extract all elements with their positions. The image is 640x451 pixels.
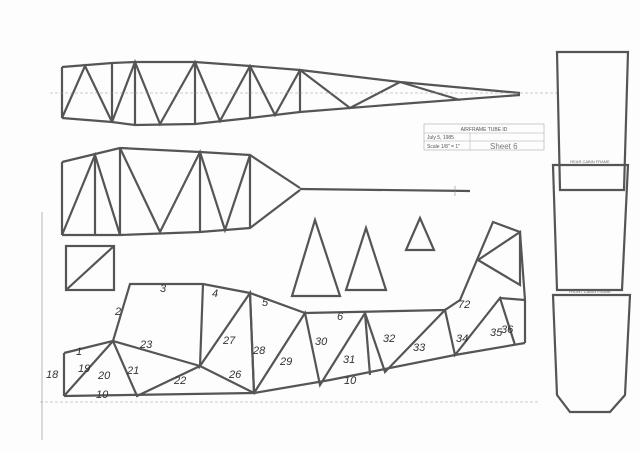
tube-label: 28 — [252, 345, 266, 357]
tube-label: 21 — [126, 365, 139, 377]
cabin-frames: REAR CABIN FRAME FRONT CABIN FRAME — [551, 50, 632, 414]
bottom-plan-view — [60, 146, 471, 237]
title-text: AIRFRAME TUBE ID — [461, 127, 508, 133]
tube-label: 3 — [160, 283, 167, 295]
side-view — [40, 220, 540, 403]
tube-label: 10 — [96, 389, 109, 401]
tube-label: 27 — [222, 335, 236, 347]
tube-label: 10 — [344, 375, 357, 387]
scale-text: Scale 1/8" = 1" — [427, 144, 460, 150]
tube-label: 19 — [78, 363, 90, 375]
tube-label: 1 — [76, 346, 82, 358]
tube-label: 33 — [413, 342, 426, 354]
tube-label: 4 — [212, 288, 218, 300]
detail-frames — [64, 215, 436, 298]
sheet-number: Sheet 6 — [490, 142, 518, 151]
tube-label: 2 — [114, 306, 121, 318]
tube-label: 72 — [458, 299, 470, 311]
tube-label: 29 — [279, 356, 292, 368]
tube-label: 26 — [228, 369, 242, 381]
tube-label: 6 — [337, 311, 344, 323]
front-frame-label: FRONT CABIN FRAME — [569, 289, 611, 294]
tube-labels: 1 2 3 4 5 6 10 10 18 19 20 21 22 23 26 2… — [46, 283, 514, 401]
tube-label: 36 — [501, 324, 514, 336]
tube-label: 18 — [46, 369, 59, 381]
tube-label: 20 — [97, 370, 111, 382]
tube-label: 22 — [173, 375, 186, 387]
tube-label: 31 — [343, 354, 355, 366]
tube-label: 5 — [262, 297, 269, 309]
tube-label: 35 — [490, 327, 503, 339]
tube-label: 32 — [383, 333, 395, 345]
date-text: July 5, 1985 — [427, 135, 454, 141]
tube-label: 34 — [456, 333, 468, 345]
top-plan-view — [50, 58, 560, 127]
tube-label: 23 — [139, 339, 153, 351]
title-block: AIRFRAME TUBE ID July 5, 1985 Scale 1/8"… — [423, 123, 545, 151]
tube-label: 30 — [315, 336, 328, 348]
rear-frame-label: REAR CABIN FRAME — [570, 159, 610, 164]
